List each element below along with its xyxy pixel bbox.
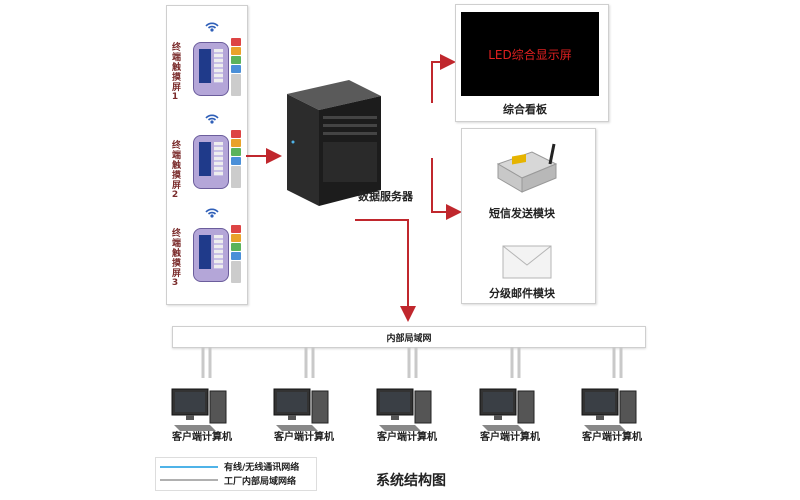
touchscreen-device [193, 228, 229, 282]
server-icon [287, 80, 381, 206]
wireless-icon [205, 114, 219, 124]
signal-tower-light [231, 130, 241, 190]
sms-modem-icon [496, 143, 558, 193]
client-label: 客户端计算机 [377, 432, 437, 443]
terminal-label-1: 终端触摸屏1 [170, 42, 180, 103]
server-label: 数据服务器 [358, 190, 413, 203]
diagram-title: 系统结构图 [376, 473, 446, 489]
client-computer-icon [273, 388, 329, 431]
led-display-screen: LED综合显示屏 [461, 12, 599, 96]
client-computer-icon [479, 388, 535, 431]
client-computer-icon [376, 388, 432, 431]
wireless-icon [205, 22, 219, 32]
mail-envelope-icon [502, 245, 552, 279]
led-screen-text: LED综合显示屏 [488, 47, 572, 62]
legend-box [155, 457, 317, 491]
lan-label: 内部局域网 [386, 333, 432, 344]
terminal-label-3: 终端触摸屏3 [170, 228, 180, 289]
terminal-label-2: 终端触摸屏2 [170, 140, 180, 201]
client-label: 客户端计算机 [274, 432, 334, 443]
signal-tower-light [231, 38, 241, 98]
client-label: 客户端计算机 [480, 432, 540, 443]
client-label: 客户端计算机 [172, 432, 232, 443]
legend-wired-wireless: 有线/无线通讯网络 [224, 463, 300, 473]
client-computer-icon [581, 388, 637, 431]
touchscreen-device [193, 42, 229, 96]
sms-module-label: 短信发送模块 [489, 207, 555, 220]
wireless-icon [205, 208, 219, 218]
mail-module-label: 分级邮件模块 [489, 287, 555, 300]
legend-swatches [160, 466, 218, 481]
signal-tower-light [231, 225, 241, 285]
client-label: 客户端计算机 [582, 432, 642, 443]
legend-factory-lan: 工厂内部局域网络 [224, 477, 297, 487]
client-computer-icon [171, 388, 227, 431]
touchscreen-device [193, 135, 229, 189]
led-board-label: 综合看板 [503, 103, 547, 116]
